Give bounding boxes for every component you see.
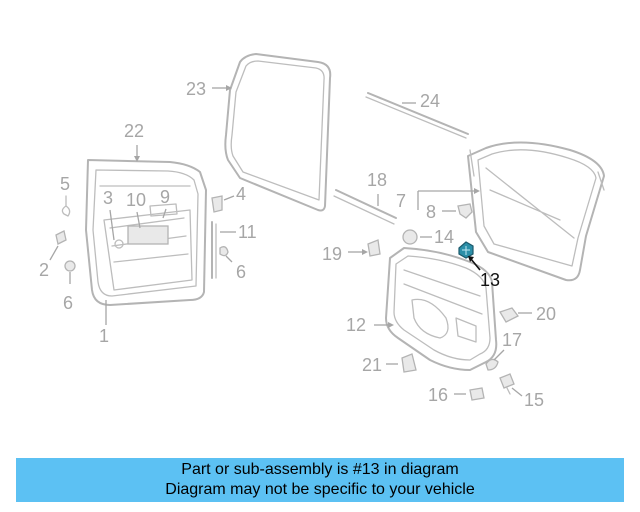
label-4: 4 [236,184,246,204]
label-15: 15 [524,390,544,410]
label-6a: 6 [63,293,73,313]
label-18: 18 [367,170,387,190]
label-17: 17 [502,330,522,350]
part-19-bracket[interactable] [367,239,381,257]
label-9: 9 [160,187,170,207]
part-22-door-shell[interactable] [85,159,207,306]
part-2-grommet[interactable] [55,230,67,245]
part-13-highlighted-clip[interactable] [458,241,474,259]
caption-line-1: Part or sub-assembly is #13 in diagram [181,461,459,478]
label-3: 3 [103,188,113,208]
part-6-plug-right[interactable] [219,246,229,257]
part-24-belt-molding[interactable] [365,92,469,139]
label-5: 5 [60,174,70,194]
label-21: 21 [362,355,382,375]
label-2: 2 [39,260,49,280]
label-16: 16 [428,385,448,405]
part-11-weatherstrip[interactable] [211,221,217,279]
part-4-bracket[interactable] [211,195,223,213]
part-8-clip[interactable] [457,203,473,219]
caption-banner: Part or sub-assembly is #13 in diagram D… [16,458,624,502]
label-14: 14 [434,227,454,247]
label-10: 10 [126,190,146,210]
label-22: 22 [124,121,144,141]
part-21-bracket[interactable] [401,353,417,373]
part-15-screw[interactable] [499,373,515,395]
part-18-molding[interactable] [333,189,397,225]
label-11: 11 [238,222,257,242]
part-5-clip[interactable] [61,195,71,217]
part-14-grommet[interactable] [402,229,418,245]
exploded-door-diagram: 23 24 22 3 10 9 1 5 2 6 [39,53,605,410]
part-6-plug-left[interactable] [64,260,76,272]
part-7-window-frame[interactable] [467,141,605,282]
part-23-door-seal[interactable] [224,53,332,212]
part-16-clip[interactable] [469,387,485,401]
label-23: 23 [186,79,206,99]
label-1: 1 [99,326,109,346]
label-8: 8 [426,202,436,222]
label-24: 24 [420,91,440,111]
label-6b: 6 [236,262,246,282]
label-20: 20 [536,304,556,324]
label-7: 7 [396,191,406,211]
caption-line-2: Diagram may not be specific to your vehi… [165,481,475,498]
label-19: 19 [322,244,342,264]
label-12: 12 [346,315,366,335]
part-20-clip[interactable] [499,307,519,323]
part-12-trim-panel[interactable] [385,247,498,371]
part-17-clip[interactable] [485,358,499,371]
label-13: 13 [480,270,500,290]
